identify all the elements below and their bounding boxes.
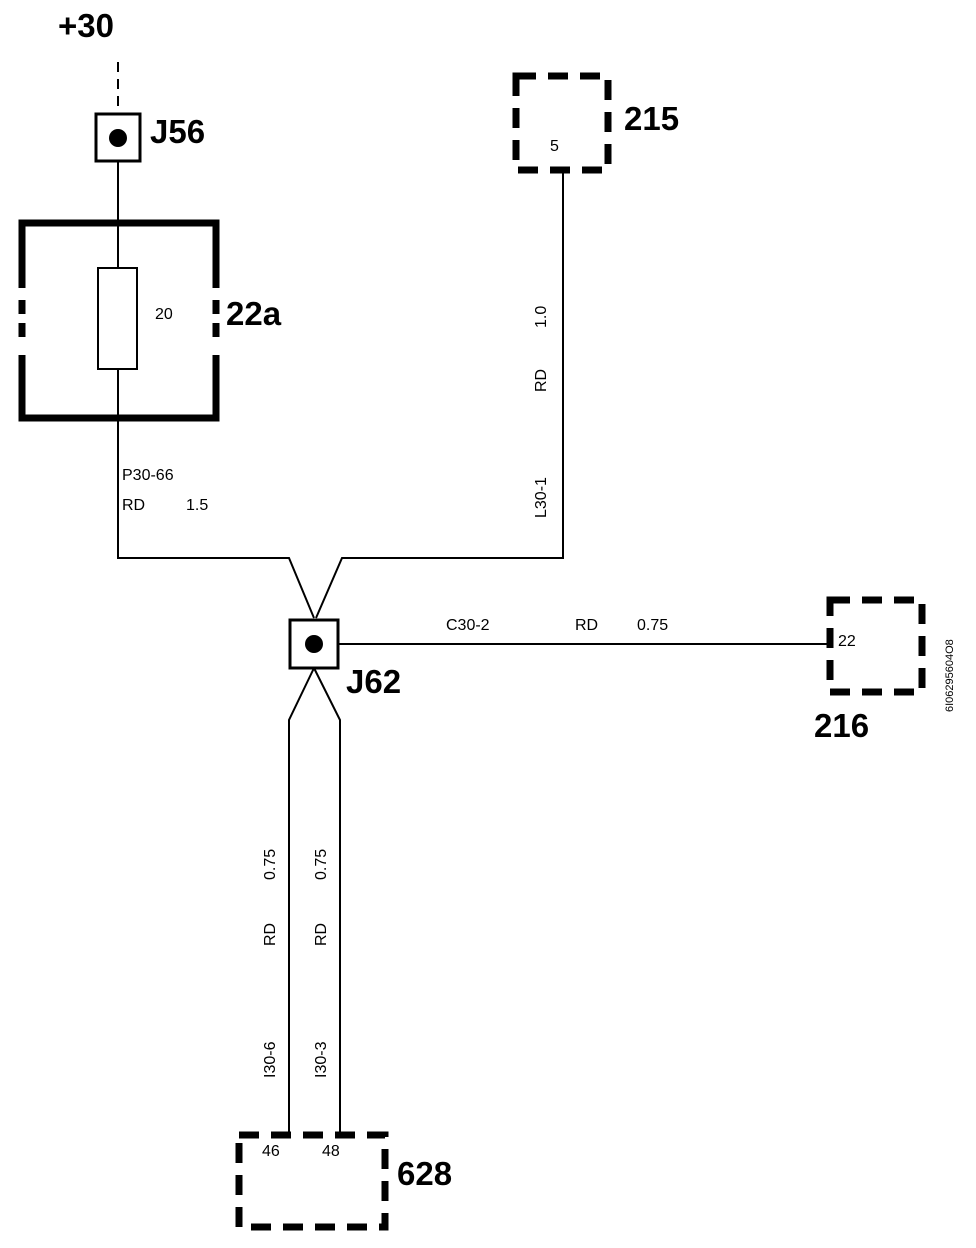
connector-216-label: 216 [814,707,869,744]
j62-dot [305,635,323,653]
wire-p30-66-size: 1.5 [186,497,208,514]
wire-i30-3-id: I30-3 [313,1041,330,1078]
connector-215-label: 215 [624,100,679,137]
wire-c30-2-size: 0.75 [637,617,668,634]
wire-p30-66-color: RD [122,497,145,514]
connector-628-pin-right: 48 [322,1143,340,1160]
wire-c30-2-id: C30-2 [446,617,490,634]
wire-l30-1 [315,170,564,619]
reference-code: 6I06295604O8 [944,639,956,712]
supply-label: +30 [58,7,114,44]
wire-l30-1-id: L30-1 [533,477,550,518]
wire-i30-6-size: 0.75 [262,849,279,880]
j62-label: J62 [346,663,401,700]
wire-p30-66 [117,369,315,619]
wire-p30-66-id: P30-66 [122,467,174,484]
fuse-element [97,267,138,370]
wire-i30-3 [313,667,341,1133]
wire-i30-3-size: 0.75 [313,849,330,880]
wire-i30-3-color: RD [313,923,330,946]
connector-215-pin: 5 [550,138,559,155]
wire-c30-2-color: RD [575,617,598,634]
connector-215 [512,72,612,174]
wire-i30-6-id: I30-6 [262,1041,279,1078]
fuse-box-label: 22a [226,295,282,332]
wire-i30-6 [288,667,315,1133]
j56-splice [94,112,142,163]
wire-l30-1-color: RD [533,369,550,392]
wire-l30-1-size: 1.0 [533,306,550,328]
connector-628 [235,1131,389,1231]
connector-216-pin: 22 [838,633,856,650]
j56-dot [109,129,127,147]
fuse-box-22a [18,219,220,422]
fuse-rating: 20 [155,306,173,323]
connector-628-label: 628 [397,1155,452,1192]
j56-label: J56 [150,113,205,150]
wire-i30-6-color: RD [262,923,279,946]
connector-216 [826,596,926,696]
connector-628-pin-left: 46 [262,1143,280,1160]
j62-splice [288,618,340,670]
